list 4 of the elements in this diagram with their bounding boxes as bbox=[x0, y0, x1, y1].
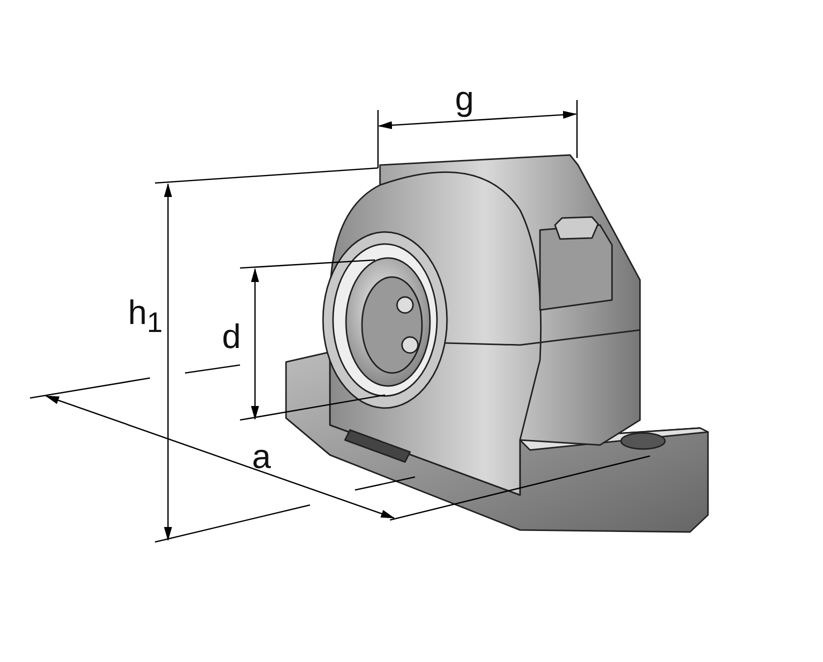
dimension-label: a bbox=[252, 440, 271, 474]
dimension-label: h$_{1}$ bbox=[128, 296, 163, 338]
dimension-label: g bbox=[455, 82, 474, 116]
dimension-label: d bbox=[222, 320, 241, 354]
